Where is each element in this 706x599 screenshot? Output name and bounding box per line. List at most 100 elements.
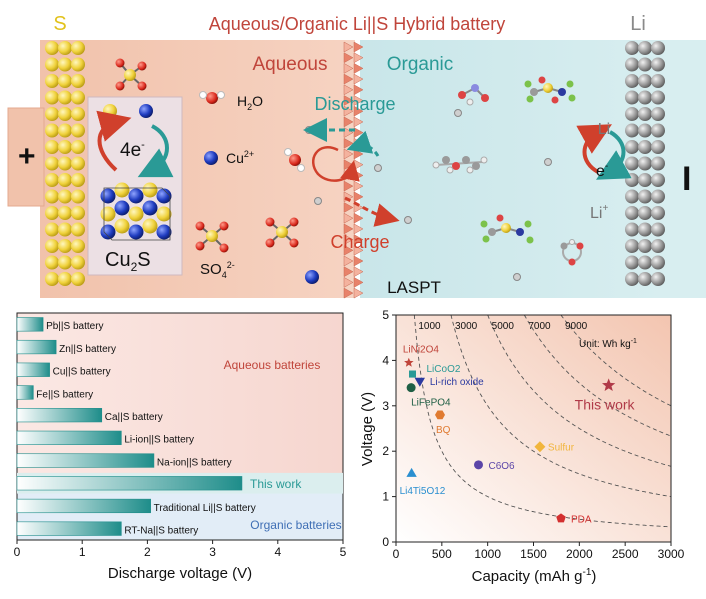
membrane-unit-icon (343, 212, 354, 224)
copper-atom-icon (128, 188, 144, 204)
schematic-title: Aqueous/Organic Li||S Hybrid battery (209, 14, 506, 34)
plus-sign: + (18, 140, 36, 173)
bar (16, 476, 243, 491)
sulfur-atom-icon (45, 74, 59, 88)
data-point (404, 357, 414, 367)
point-label: Sulfur (548, 443, 575, 454)
membrane-unit-icon (343, 287, 354, 299)
y-tick-label: 5 (382, 308, 389, 322)
energy-contour (523, 314, 672, 437)
lithium-atom-icon (638, 57, 652, 72)
sulfur-atom-icon (71, 107, 85, 121)
bar (16, 498, 151, 514)
membrane-unit-icon (353, 41, 364, 53)
water-molecule-icon (284, 148, 305, 172)
laspt-label: LASPT (387, 278, 441, 297)
sulfur-atom-icon (71, 41, 85, 55)
sulfur-atom-icon (58, 255, 72, 270)
cu2s-inset (87, 96, 183, 276)
sulfur-atom-icon (58, 74, 72, 88)
lithium-atom-icon (651, 90, 665, 105)
lithium-atom-icon (651, 272, 665, 286)
membrane-unit-icon (353, 287, 364, 299)
lithium-atom-icon (638, 206, 652, 220)
lithium-atom-icon (625, 206, 639, 220)
lithium-atom-icon (651, 189, 665, 204)
sulfur-atom-icon (71, 206, 85, 220)
bar-label: Cu||S battery (53, 367, 111, 378)
minus-sign: I (682, 160, 691, 198)
membrane-unit-icon (343, 255, 354, 267)
membrane-unit-icon (353, 244, 364, 256)
sulfur-atom-icon (71, 90, 85, 105)
point-label: BQ (436, 425, 451, 436)
data-point (414, 377, 425, 387)
membrane-unit-icon (343, 116, 354, 128)
membrane-unit-icon (343, 276, 354, 288)
lithium-atom-icon (651, 239, 665, 253)
bar (16, 430, 122, 445)
point-label: Li-rich oxide (430, 377, 484, 388)
x-tick-label: 0 (14, 545, 21, 559)
copper-atom-icon (100, 188, 116, 204)
sulfur-atom-icon (45, 173, 59, 187)
sulfur-atom-icon (100, 206, 116, 222)
lithium-ion-icon (305, 126, 313, 134)
membrane-unit-icon (353, 180, 364, 192)
point-label: LiNi2O4 (403, 345, 440, 356)
sulfur-atom-icon (142, 218, 158, 234)
discharge-voltage-chart: Aqueous batteries Organic batteries Pb||… (14, 312, 347, 582)
water-molecule-icon (199, 91, 225, 104)
sulfur-electrode (45, 41, 85, 286)
data-point (409, 370, 416, 378)
crystal-cell-icon (103, 187, 171, 241)
data-point (474, 460, 483, 470)
energy-contour (560, 314, 672, 407)
membrane-unit-icon (343, 266, 354, 278)
battery-schematic: Aqueous/Organic Li||S Hybrid battery S L… (7, 13, 706, 299)
lithium-atom-icon (638, 41, 652, 55)
x-tick-label: 3000 (658, 547, 685, 561)
copper-atom-icon (156, 188, 172, 204)
sulfur-atom-icon (71, 239, 85, 253)
sulfur-atom-icon (58, 222, 72, 237)
lithium-atom-icon (638, 173, 652, 187)
label-li: Li (630, 13, 646, 35)
copper-atom-icon (100, 224, 116, 240)
membrane-unit-icon (353, 212, 364, 224)
bar-plot-frame (16, 312, 344, 541)
sulfur-atom-icon (71, 255, 85, 270)
sulfur-atom-icon (58, 272, 72, 286)
lithium-atom-icon (651, 156, 665, 171)
x-tick-label: 1500 (520, 547, 547, 561)
lithium-atom-icon (638, 90, 652, 105)
cu-ion-label: Cu2+ (226, 149, 254, 166)
x-tick-label: 0 (393, 547, 400, 561)
bar-label: Fe||S battery (36, 389, 93, 400)
membrane-unit-icon (353, 223, 364, 235)
lithium-atom-icon (651, 206, 665, 220)
lithium-atom-icon (638, 140, 652, 154)
oxidation-arrow-icon (137, 124, 174, 178)
lithium-ion-icon (404, 216, 412, 224)
bar (16, 385, 34, 400)
membrane-unit-icon (353, 84, 364, 96)
energy-unit-label: Unit: Wh kg-1 (579, 338, 637, 350)
x-tick-label: 1 (79, 545, 86, 559)
y-tick-label: 1 (382, 490, 389, 504)
scatter-y-axis-label: Voltage (V) (359, 392, 376, 466)
sulfur-atom-icon (45, 222, 59, 237)
sulfur-atom-icon (58, 57, 72, 72)
lithium-atom-icon (625, 173, 639, 187)
sulfur-atom-icon (71, 123, 85, 138)
membrane-unit-icon (343, 84, 354, 96)
x-tick-label: 2000 (566, 547, 593, 561)
data-point (602, 378, 616, 391)
li-ion-label: Li+ (590, 203, 608, 222)
bar-label: RT-Na||S battery (124, 525, 198, 536)
lithium-atom-icon (625, 189, 639, 204)
membrane-unit-icon (343, 202, 354, 213)
bar-label: Na-ion||S battery (157, 457, 232, 468)
data-point (406, 383, 416, 393)
lithium-atom-icon (651, 57, 665, 72)
